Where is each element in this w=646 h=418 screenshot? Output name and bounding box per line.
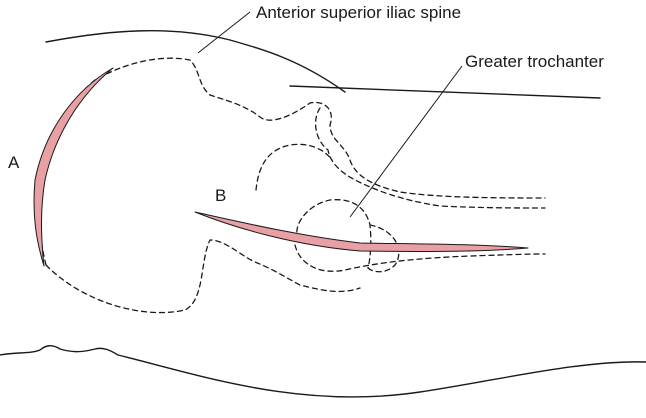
acetabulum-outline [255,143,333,191]
pelvis-inner-outline [314,107,546,209]
greater-trochanter-outline [367,224,400,273]
ischium-outline [45,239,361,314]
asis-label: Anterior superior iliac spine [256,3,461,22]
femoral-neck-outline [296,199,372,269]
skin-outline-bottom [0,345,646,398]
skin-outline-top [45,30,346,93]
incision-b-label: B [215,186,226,205]
incision-a-label: A [8,153,20,172]
incision-a [33,67,114,267]
incision-b [194,211,529,253]
greater-trochanter-leader-line [349,65,463,218]
thigh-outline-upper [289,85,601,99]
asis-leader-line [197,11,251,54]
femur-shaft-lower [294,244,546,272]
greater-trochanter-label: Greater trochanter [465,52,604,71]
